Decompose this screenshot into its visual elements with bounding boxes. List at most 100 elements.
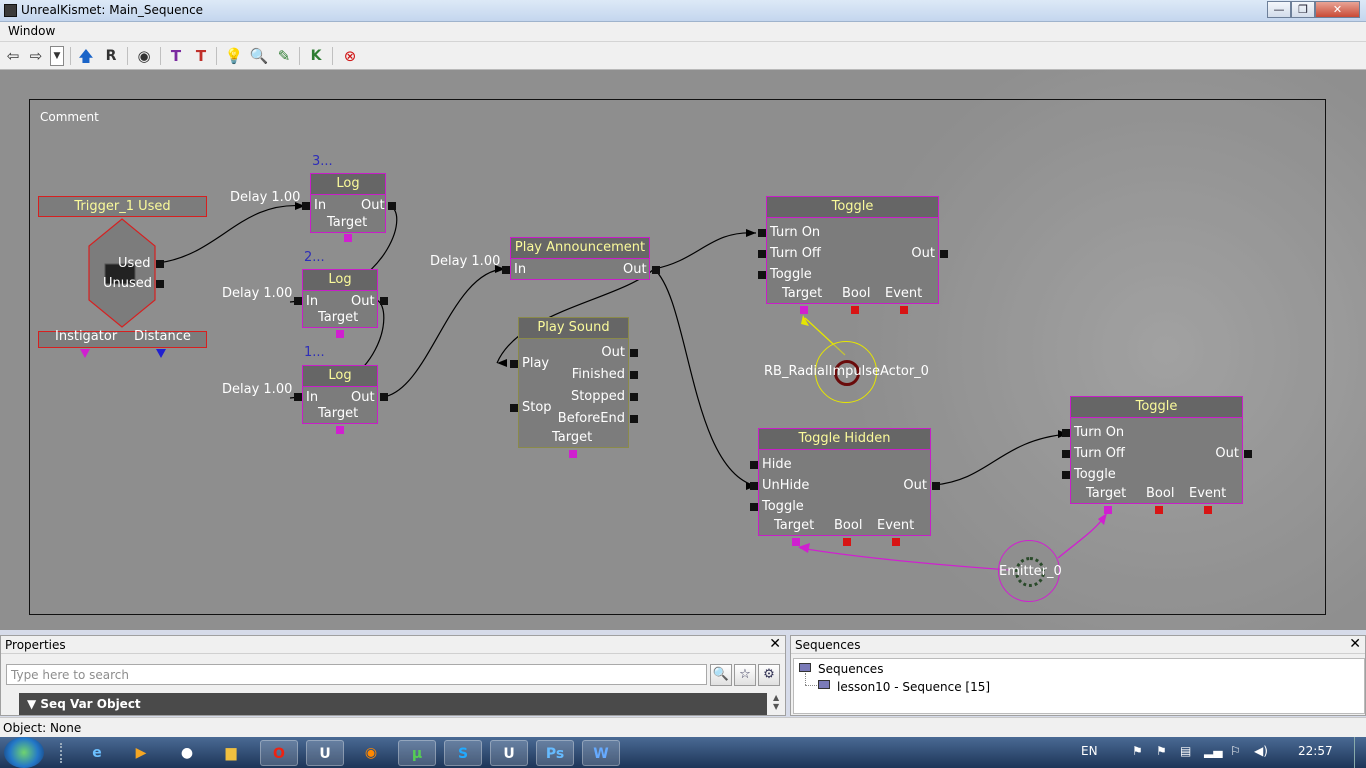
toggle-port[interactable] xyxy=(758,271,766,279)
game-icon[interactable]: ● xyxy=(180,745,194,761)
turn-on-port[interactable] xyxy=(758,229,766,237)
event-used-port[interactable] xyxy=(156,260,164,268)
star-icon[interactable]: ☆ xyxy=(734,664,756,686)
language-indicator[interactable]: EN xyxy=(1081,744,1098,758)
hide-port[interactable] xyxy=(750,461,758,469)
instigator-port[interactable] xyxy=(80,349,90,358)
opera-icon[interactable]: O xyxy=(260,740,298,766)
bool-port[interactable] xyxy=(1155,506,1163,514)
toggle-hidden-node[interactable]: Toggle Hidden Hide UnHide Toggle Out Tar… xyxy=(758,428,931,536)
distance-port[interactable] xyxy=(156,349,166,358)
sequence-child[interactable]: lesson10 - Sequence [15] xyxy=(837,680,991,694)
beforeend-port[interactable] xyxy=(630,415,638,423)
log-target-port[interactable] xyxy=(336,426,344,434)
minimize-button[interactable]: — xyxy=(1267,1,1291,18)
firefox-icon[interactable]: ◉ xyxy=(364,745,378,761)
lock-icon[interactable]: ⚙ xyxy=(758,664,780,686)
log-out-port[interactable] xyxy=(380,393,388,401)
log-in-port[interactable] xyxy=(294,393,302,401)
out-port[interactable] xyxy=(1244,450,1252,458)
sequences-close-button[interactable]: ✕ xyxy=(1349,636,1361,652)
properties-close-button[interactable]: ✕ xyxy=(769,636,781,652)
announcement-in-port[interactable] xyxy=(502,266,510,274)
bool-port[interactable] xyxy=(851,306,859,314)
target-port[interactable] xyxy=(792,538,800,546)
kismet-icon[interactable]: K xyxy=(310,48,322,64)
open-icon[interactable]: T xyxy=(170,47,182,65)
announcement-out-port[interactable] xyxy=(652,266,660,274)
skype-icon[interactable]: S xyxy=(444,740,482,766)
category-seq-var-object[interactable]: ▼ Seq Var Object xyxy=(19,693,767,715)
event-port[interactable] xyxy=(900,306,908,314)
log-in-port[interactable] xyxy=(294,297,302,305)
action-center-icon[interactable]: ⚐ xyxy=(1230,744,1241,758)
radial-actor-variable[interactable] xyxy=(815,341,877,403)
tray-icon[interactable]: ⚑ xyxy=(1156,744,1167,758)
stopped-port[interactable] xyxy=(630,393,638,401)
turn-off-port[interactable] xyxy=(1062,450,1070,458)
sequence-root[interactable]: Sequences xyxy=(818,662,884,676)
network-icon[interactable]: ▂▄ xyxy=(1204,744,1223,758)
target-port[interactable] xyxy=(1104,506,1112,514)
parent-sequence-icon[interactable]: 🡅 xyxy=(78,47,94,65)
target-port[interactable] xyxy=(800,306,808,314)
log-node[interactable]: Log In Out Target xyxy=(310,173,386,233)
emitter-variable[interactable] xyxy=(998,540,1060,602)
dropdown-icon[interactable]: ▼ xyxy=(50,46,64,66)
log-target-port[interactable] xyxy=(344,234,352,242)
log-target-port[interactable] xyxy=(336,330,344,338)
media-player-icon[interactable]: ▶ xyxy=(135,745,147,761)
tray-icon[interactable]: ▤ xyxy=(1180,744,1192,758)
event-unused-port[interactable] xyxy=(156,280,164,288)
stop-icon[interactable]: ⊗ xyxy=(343,47,357,65)
log-node[interactable]: Log In Out Target xyxy=(302,365,378,424)
out-port[interactable] xyxy=(940,250,948,258)
show-desktop-button[interactable] xyxy=(1354,737,1366,768)
clock[interactable]: 22:57 xyxy=(1298,744,1333,758)
unreal-editor-icon[interactable]: U xyxy=(490,740,528,766)
toggle-port[interactable] xyxy=(1062,471,1070,479)
back-icon[interactable]: ⇦ xyxy=(6,47,20,65)
search-icon[interactable]: 🔍 xyxy=(249,47,269,65)
maximize-button[interactable]: ❐ xyxy=(1291,1,1315,18)
scrollbar[interactable]: ▲▼ xyxy=(773,693,780,711)
hide-icon[interactable]: ◉ xyxy=(137,47,151,65)
toggle-port[interactable] xyxy=(750,503,758,511)
finished-port[interactable] xyxy=(630,371,638,379)
paste-icon[interactable]: T xyxy=(195,47,207,65)
kismet-canvas[interactable]: Comment Trigger_1 Used xyxy=(0,70,1366,630)
find-icon[interactable]: 💡 xyxy=(224,47,244,65)
utorrent-icon[interactable]: µ xyxy=(398,740,436,766)
properties-search-input[interactable]: Type here to search xyxy=(6,664,707,685)
stop-port[interactable] xyxy=(510,404,518,412)
out-port[interactable] xyxy=(630,349,638,357)
play-port[interactable] xyxy=(510,360,518,368)
toggle-node[interactable]: Toggle Turn On Turn Off Toggle Out Targe… xyxy=(766,196,939,304)
unhide-port[interactable] xyxy=(750,482,758,490)
explorer-icon[interactable]: ▆ xyxy=(225,745,237,761)
event-port[interactable] xyxy=(892,538,900,546)
event-trigger-used[interactable]: Trigger_1 Used xyxy=(38,196,207,217)
bool-port[interactable] xyxy=(843,538,851,546)
turn-off-port[interactable] xyxy=(758,250,766,258)
forward-icon[interactable]: ⇨ xyxy=(29,47,43,65)
close-button[interactable]: ✕ xyxy=(1315,1,1360,18)
ie-icon[interactable]: e xyxy=(92,745,102,761)
menu-window[interactable]: Window xyxy=(8,24,56,38)
toggle-node[interactable]: Toggle Turn On Turn Off Toggle Out Targe… xyxy=(1070,396,1243,504)
out-port[interactable] xyxy=(932,482,940,490)
play-announcement-node[interactable]: Play Announcement In Out xyxy=(510,237,650,280)
volume-icon[interactable]: ◀) xyxy=(1254,744,1268,758)
turn-on-port[interactable] xyxy=(1062,429,1070,437)
log-out-port[interactable] xyxy=(380,297,388,305)
word-icon[interactable]: W xyxy=(582,740,620,766)
event-port[interactable] xyxy=(1204,506,1212,514)
start-button[interactable] xyxy=(4,737,44,768)
zoom-icon[interactable]: ✎ xyxy=(277,47,291,65)
tray-icon[interactable]: ⚑ xyxy=(1132,744,1143,758)
play-sound-node[interactable]: Play Sound Play Stop Out Finished Stoppe… xyxy=(518,317,629,448)
log-in-port[interactable] xyxy=(302,202,310,210)
unreal-icon[interactable]: U xyxy=(306,740,344,766)
comment-box[interactable]: Comment xyxy=(29,99,1326,615)
photoshop-icon[interactable]: Ps xyxy=(536,740,574,766)
